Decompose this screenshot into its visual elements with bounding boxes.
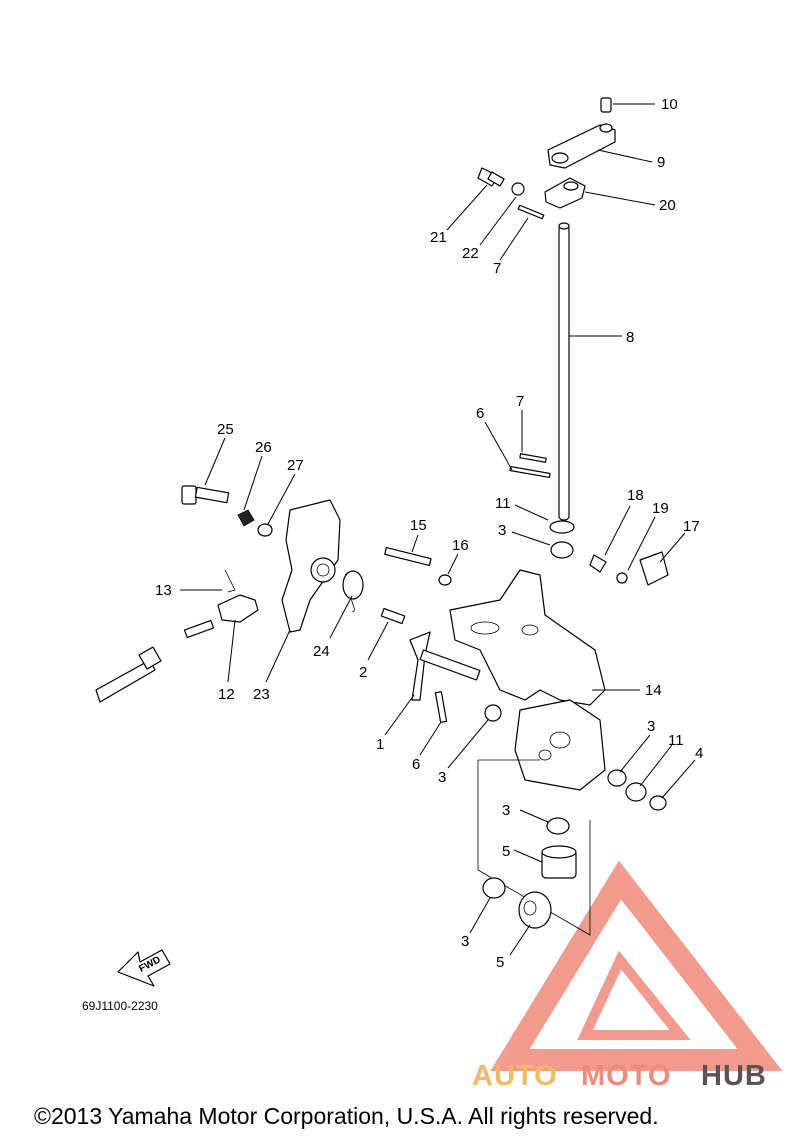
cable-end (183, 619, 215, 639)
watermark-brand: AUTO MOTO HUB (472, 1060, 767, 1092)
callout-6-lower: 6 (412, 756, 420, 773)
cable (95, 659, 156, 703)
callout-23: 23 (253, 686, 270, 703)
shaft-1 (419, 649, 481, 681)
washer-11-top (549, 520, 575, 534)
callout-11-right: 11 (668, 732, 684, 749)
bolt-25-shank (194, 486, 230, 504)
fwd-arrow-icon (117, 949, 171, 987)
forward-arrow: FWD (117, 949, 171, 987)
callout-labels: 10 9 20 21 22 7 8 7 6 11 3 18 19 17 25 2… (155, 96, 703, 971)
callout-3-left: 3 (438, 769, 446, 786)
shift-lever-23 (281, 499, 341, 633)
collar-20 (544, 177, 586, 209)
watermark-logo (490, 860, 783, 1071)
bracket-housing (449, 551, 669, 791)
watermark-auto: AUTO (472, 1060, 558, 1092)
callout-19: 19 (652, 500, 669, 517)
shift-rod-top (558, 222, 570, 230)
callout-5-lower: 5 (496, 954, 504, 971)
shift-rod-assembly (477, 97, 616, 559)
pin-7-top (517, 204, 545, 220)
copyright-notice: ©2013 Yamaha Motor Corporation, U.S.A. A… (34, 1103, 659, 1129)
diagram-code: 69J1100-2230 (82, 999, 158, 1013)
pin-2 (380, 607, 406, 625)
leader-lines (180, 103, 696, 956)
callout-1: 1 (376, 736, 384, 753)
washer-16 (438, 574, 452, 586)
bracket-14 (449, 569, 606, 706)
washer-22 (511, 182, 525, 196)
callout-26: 26 (255, 439, 272, 456)
callout-18: 18 (627, 487, 644, 504)
callout-27: 27 (287, 457, 304, 474)
pin-6-lower (434, 691, 448, 723)
lower-gear-assembly (477, 759, 667, 936)
reference-lines (477, 759, 591, 936)
grease-nipple-10 (600, 97, 612, 113)
callout-14: 14 (645, 682, 662, 699)
callout-6-mid: 6 (476, 405, 484, 422)
washer-27 (257, 523, 273, 537)
callout-2: 2 (359, 664, 367, 681)
bolt-15 (384, 546, 432, 567)
callout-24: 24 (313, 643, 330, 660)
shift-lever-linkage (95, 485, 502, 723)
callout-3-lower: 3 (461, 933, 469, 950)
bushing-3-mid (546, 817, 570, 835)
watermark-moto: MOTO (581, 1060, 671, 1092)
callout-5-upper: 5 (502, 843, 510, 860)
joint-12 (217, 594, 259, 623)
housing-lower (514, 699, 606, 791)
callout-7-top: 7 (493, 260, 501, 277)
callout-3-mid: 3 (502, 802, 510, 819)
callout-8: 8 (626, 329, 634, 346)
callout-25: 25 (217, 421, 234, 438)
washer-19 (616, 572, 628, 584)
watermark-hub: HUB (701, 1060, 767, 1092)
callout-9: 9 (657, 154, 665, 171)
callout-12: 12 (218, 686, 235, 703)
pin-7-mid (519, 453, 547, 463)
callout-22: 22 (462, 245, 479, 262)
lock-washer-26 (237, 509, 255, 527)
pin-6-mid (509, 465, 551, 479)
bushing-3-right (607, 769, 627, 787)
callout-13: 13 (155, 582, 172, 599)
callout-4: 4 (695, 745, 703, 762)
bolt-25-head (181, 485, 197, 505)
callout-3-top: 3 (498, 522, 506, 539)
callout-10: 10 (661, 96, 678, 113)
callout-17: 17 (683, 518, 700, 535)
callout-15: 15 (410, 517, 427, 534)
callout-11-top: 11 (495, 495, 511, 512)
gear-5-lower (518, 891, 552, 929)
bushing-3-lower (482, 877, 506, 899)
callout-16: 16 (452, 537, 469, 554)
callout-7-mid: 7 (516, 393, 524, 410)
callout-21: 21 (430, 229, 447, 246)
screw-18 (589, 554, 607, 573)
washer-11-right (625, 782, 647, 802)
bushing-3-top (550, 541, 574, 559)
clip-13 (224, 569, 236, 593)
callout-20: 20 (659, 197, 676, 214)
shift-rod (558, 224, 570, 521)
bushing-3-left (484, 704, 502, 722)
lever-1 (409, 631, 431, 701)
callout-3-right: 3 (647, 718, 655, 735)
clip-4 (649, 795, 667, 811)
